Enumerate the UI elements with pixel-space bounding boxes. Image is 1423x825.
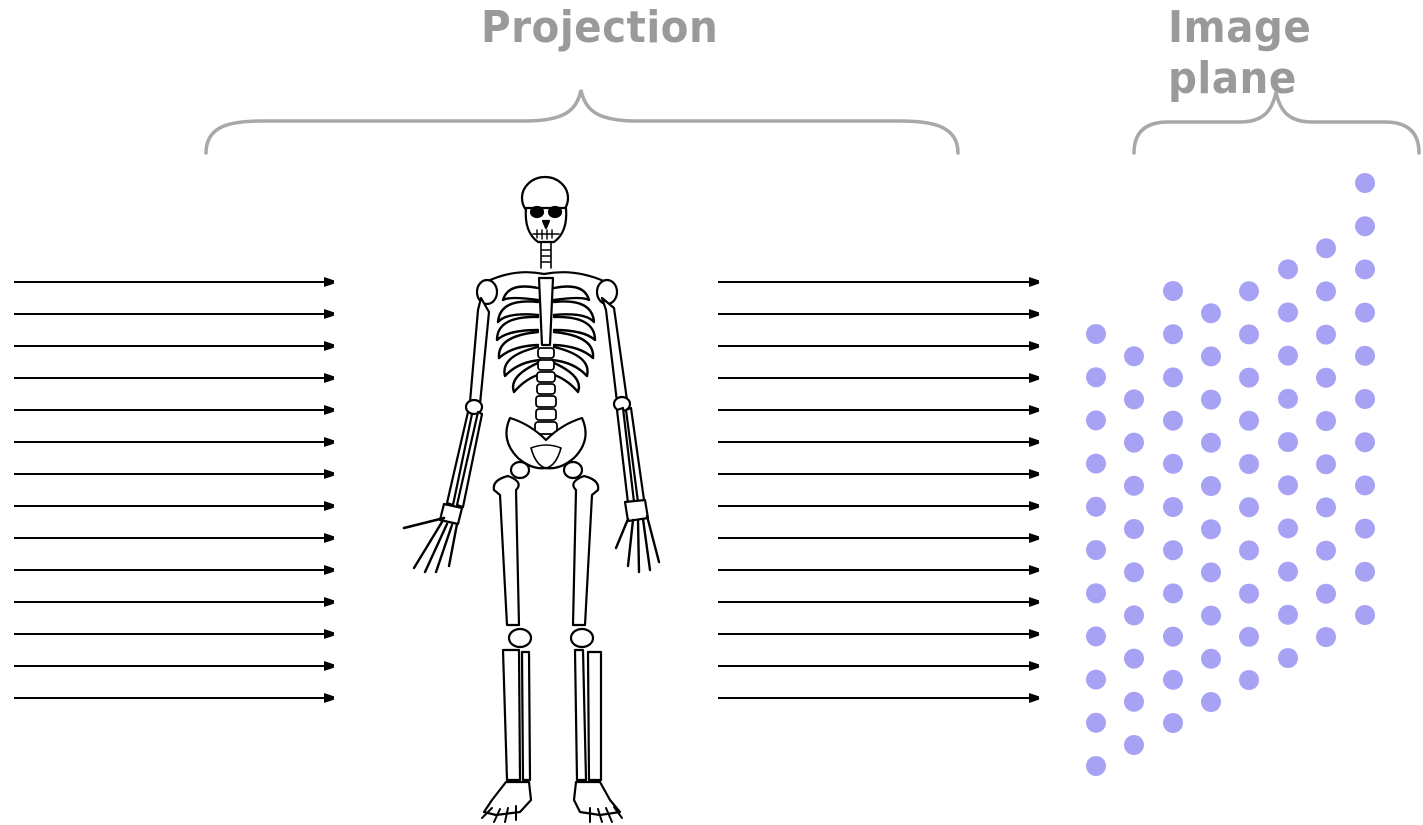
detector-dot (1124, 389, 1144, 409)
detector-dot (1163, 713, 1183, 733)
detector-dot (1124, 346, 1144, 366)
detector-dot (1278, 389, 1298, 409)
human-skeleton-icon (404, 177, 659, 822)
detector-dot (1163, 367, 1183, 387)
detector-dot (1355, 432, 1375, 452)
detector-dot (1355, 605, 1375, 625)
detector-dot (1201, 649, 1221, 669)
detector-dot (1239, 454, 1259, 474)
detector-dot (1163, 583, 1183, 603)
detector-dot (1278, 648, 1298, 668)
detector-dot (1355, 389, 1375, 409)
detector-dot (1086, 626, 1106, 646)
detector-dot (1355, 303, 1375, 323)
detector-dot (1239, 670, 1259, 690)
detector-dot (1124, 605, 1144, 625)
detector-dot (1201, 562, 1221, 582)
detector-dot (1124, 519, 1144, 539)
detector-dot (1163, 540, 1183, 560)
detector-dot (1163, 454, 1183, 474)
detector-dot (1316, 368, 1336, 388)
detector-dot (1163, 670, 1183, 690)
detector-dot (1278, 518, 1298, 538)
detector-dot (1163, 497, 1183, 517)
projection-brace (206, 90, 958, 153)
detector-dot (1201, 303, 1221, 323)
detector-dot (1278, 346, 1298, 366)
detector-dot (1316, 238, 1336, 258)
detector-dot (1086, 497, 1106, 517)
detector-dot (1163, 411, 1183, 431)
detector-dot (1201, 346, 1221, 366)
detector-dot (1124, 433, 1144, 453)
detector-dot (1316, 627, 1336, 647)
detector-dot (1124, 735, 1144, 755)
detector-dot (1355, 562, 1375, 582)
image-plane-brace (1134, 92, 1419, 153)
detector-dot (1355, 346, 1375, 366)
detector-dot (1201, 476, 1221, 496)
detector-dot (1278, 302, 1298, 322)
detector-dot (1239, 281, 1259, 301)
detector-dot (1278, 259, 1298, 279)
detector-dot (1201, 519, 1221, 539)
incoming-beam-arrows (14, 282, 333, 698)
detector-dot (1316, 497, 1336, 517)
detector-dot (1316, 281, 1336, 301)
detector-dot (1355, 259, 1375, 279)
detector-dot (1316, 411, 1336, 431)
detector-dot (1201, 390, 1221, 410)
detector-dot (1163, 324, 1183, 344)
detector-dot (1163, 627, 1183, 647)
detector-dot (1239, 540, 1259, 560)
detector-dot (1316, 541, 1336, 561)
detector-dot (1355, 475, 1375, 495)
detector-dot (1086, 756, 1106, 776)
detector-dot (1086, 410, 1106, 430)
detector-dot (1355, 173, 1375, 193)
detector-dot (1278, 475, 1298, 495)
image-plane-detector-grid (1086, 173, 1375, 776)
detector-dot (1124, 649, 1144, 669)
detector-dot (1124, 562, 1144, 582)
detector-dot (1086, 324, 1106, 344)
detector-dot (1239, 411, 1259, 431)
detector-dot (1201, 433, 1221, 453)
detector-dot (1086, 713, 1106, 733)
detector-dot (1239, 627, 1259, 647)
detector-dot (1239, 497, 1259, 517)
detector-dot (1163, 281, 1183, 301)
detector-dot (1239, 324, 1259, 344)
outgoing-beam-arrows (718, 282, 1038, 698)
detector-dot (1086, 367, 1106, 387)
detector-dot (1278, 432, 1298, 452)
detector-dot (1316, 454, 1336, 474)
detector-dot (1086, 540, 1106, 560)
detector-dot (1086, 670, 1106, 690)
detector-dot (1124, 476, 1144, 496)
detector-dot (1355, 519, 1375, 539)
detector-dot (1278, 605, 1298, 625)
detector-dot (1239, 584, 1259, 604)
detector-dot (1086, 454, 1106, 474)
detector-dot (1239, 368, 1259, 388)
detector-dot (1316, 584, 1336, 604)
detector-dot (1355, 216, 1375, 236)
detector-dot (1201, 692, 1221, 712)
detector-dot (1086, 583, 1106, 603)
detector-dot (1278, 562, 1298, 582)
detector-dot (1316, 325, 1336, 345)
detector-dot (1124, 692, 1144, 712)
detector-dot (1201, 606, 1221, 626)
